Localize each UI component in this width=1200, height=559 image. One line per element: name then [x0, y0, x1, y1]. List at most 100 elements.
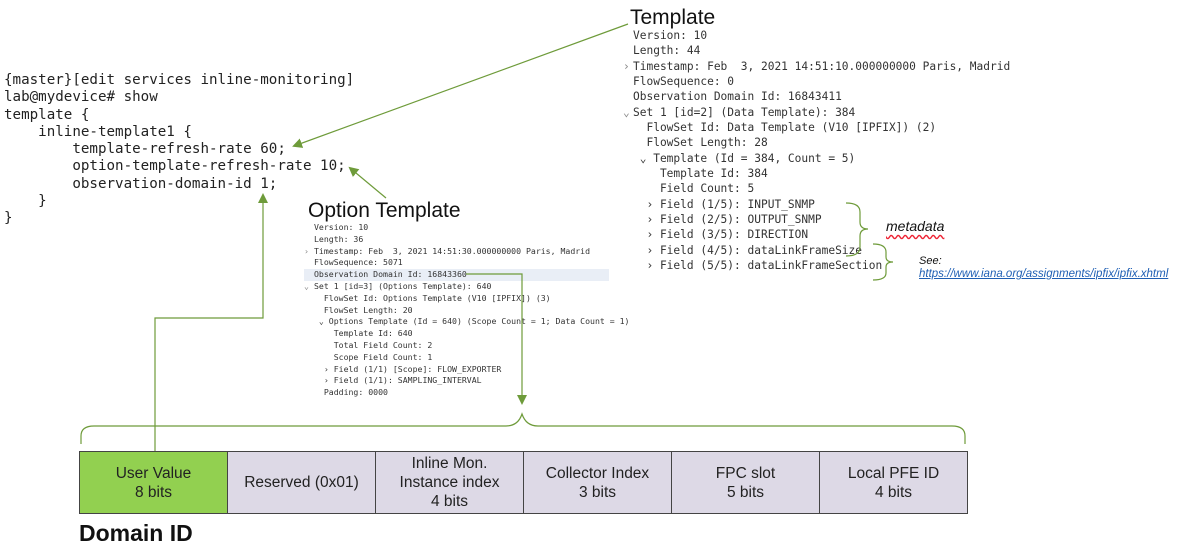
- template-panel: Version: 10 Length: 44›Timestamp: Feb 3, …: [623, 28, 1010, 274]
- packet-field-line[interactable]: › Field (4/5): dataLinkFrameSize: [623, 243, 1010, 258]
- packet-field-text: Template Id: 640: [314, 328, 413, 339]
- packet-field-text: Timestamp: Feb 3, 2021 14:51:30.00000000…: [314, 245, 591, 256]
- domain-brace: [80, 412, 966, 444]
- packet-field-text: Observation Domain Id: 16843360: [314, 269, 467, 280]
- domain-field-text: FPC slot: [715, 464, 776, 482]
- cli-line: }: [4, 210, 13, 227]
- packet-field-line[interactable]: › Field (5/5): dataLinkFrameSection: [623, 258, 1010, 273]
- packet-field-line[interactable]: Version: 10: [304, 222, 629, 234]
- domain-field-text: Inline Mon.: [411, 455, 488, 472]
- see-label: See:: [919, 255, 942, 267]
- domain-field-text: 8 bits: [134, 483, 173, 501]
- template-arrow: [292, 23, 629, 148]
- packet-field-text: Scope Field Count: 1: [314, 351, 433, 362]
- cli-line: template {: [4, 106, 90, 123]
- packet-field-text: ⌄ Template (Id = 384, Count = 5): [633, 151, 856, 165]
- packet-field-line[interactable]: Version: 10: [623, 28, 1010, 43]
- packet-field-text: FlowSequence: 5071: [314, 257, 403, 268]
- packet-field-text: FlowSet Id: Data Template (V10 [IPFIX]) …: [633, 121, 937, 135]
- packet-field-text: FlowSet Length: 20: [314, 304, 413, 315]
- option-template-title: Option Template: [308, 199, 461, 222]
- packet-field-line[interactable]: › Field (3/5): DIRECTION: [623, 227, 1010, 242]
- domain-field-cell: Inline Mon. Instance index 4 bits: [376, 452, 524, 513]
- packet-field-line[interactable]: › Timestamp: Feb 3, 2021 14:51:30.0000000…: [304, 246, 629, 258]
- cli-line: }: [4, 193, 47, 210]
- packet-field-text: Version: 10: [633, 29, 708, 42]
- expand-caret-icon[interactable]: ⌄: [623, 105, 630, 119]
- packet-field-text: › Field (3/5): DIRECTION: [633, 228, 809, 242]
- packet-field-line[interactable]: FlowSet Length: 20: [304, 305, 629, 317]
- cli-line: template-refresh-rate 60;: [4, 141, 286, 158]
- cli-line: inline-template1 {: [4, 123, 192, 140]
- packet-field-line[interactable]: FlowSequence: 5071: [304, 257, 629, 269]
- packet-field-text: Observation Domain Id: 16843411: [633, 90, 842, 104]
- packet-field-text: Timestamp: Feb 3, 2021 14:51:10.00000000…: [633, 59, 1011, 73]
- packet-field-text: › Field (2/5): OUTPUT_SNMP: [633, 213, 822, 227]
- packet-field-line[interactable]: Length: 44: [623, 43, 1010, 58]
- packet-field-text: › Field (1/1): SAMPLING_INTERVAL: [314, 375, 482, 386]
- domain-field-text: 4 bits: [430, 493, 469, 510]
- packet-field-line[interactable]: ⌄ Template (Id = 384, Count = 5): [623, 151, 1010, 166]
- domain-field-text: 3 bits: [578, 483, 617, 501]
- packet-field-text: Total Field Count: 2: [314, 339, 433, 350]
- packet-field-line[interactable]: › Field (1/1) [Scope]: FLOW_EXPORTER: [304, 364, 629, 376]
- packet-field-line[interactable]: Template Id: 384: [623, 166, 1010, 181]
- packet-field-text: FlowSequence: 0: [633, 75, 735, 89]
- cli-config: {master}[edit services inline-monitoring…: [4, 72, 354, 228]
- packet-field-line[interactable]: Field Count: 5: [623, 181, 1010, 196]
- packet-field-line[interactable]: Length: 36: [304, 234, 629, 246]
- packet-field-text: › Field (1/1) [Scope]: FLOW_EXPORTER: [314, 363, 502, 374]
- packet-field-text: Length: 36: [314, 233, 364, 244]
- packet-field-text: FlowSet Length: 28: [633, 136, 768, 150]
- packet-field-line[interactable]: FlowSet Id: Data Template (V10 [IPFIX]) …: [623, 120, 1010, 135]
- packet-field-line[interactable]: Observation Domain Id: 16843360: [304, 269, 609, 281]
- domain-field-text: Instance index: [399, 474, 500, 491]
- domain-field-text: 5 bits: [726, 483, 765, 501]
- packet-field-line[interactable]: ›Timestamp: Feb 3, 2021 14:51:10.0000000…: [623, 59, 1010, 74]
- packet-field-line[interactable]: › Field (2/5): OUTPUT_SNMP: [623, 212, 1010, 227]
- packet-field-text: Length: 44: [633, 44, 701, 58]
- cli-line: lab@mydevice# show: [4, 89, 158, 106]
- expand-caret-icon[interactable]: ›: [304, 245, 309, 256]
- packet-field-line[interactable]: ⌄Set 1 [id=2] (Data Template): 384: [623, 105, 1010, 120]
- packet-field-line[interactable]: FlowSequence: 0: [623, 74, 1010, 89]
- packet-field-line[interactable]: Total Field Count: 2: [304, 340, 629, 352]
- domain-field-text: Reserved (0x01): [244, 474, 359, 491]
- metadata-label: metadata: [886, 218, 945, 234]
- packet-field-line[interactable]: FlowSet Length: 28: [623, 135, 1010, 150]
- packet-field-line[interactable]: Padding: 0000: [304, 387, 629, 399]
- iana-link[interactable]: https://www.iana.org/assignments/ipfix/i…: [919, 268, 1169, 280]
- expand-caret-icon[interactable]: ›: [623, 59, 630, 73]
- user-value-arrow: [154, 193, 268, 451]
- packet-field-line[interactable]: ⌄ Options Template (Id = 640) (Scope Cou…: [304, 316, 630, 328]
- packet-field-line[interactable]: Scope Field Count: 1: [304, 352, 629, 364]
- packet-field-line[interactable]: Observation Domain Id: 16843411: [623, 89, 1010, 104]
- expand-caret-icon[interactable]: ⌄: [304, 280, 309, 291]
- cli-line: observation-domain-id 1;: [4, 175, 278, 192]
- packet-field-text: › Field (5/5): dataLinkFrameSection: [633, 259, 883, 273]
- see-brace: [872, 243, 894, 281]
- packet-field-line[interactable]: Template Id: 640: [304, 328, 629, 340]
- packet-field-line[interactable]: ⌄Set 1 [id=3] (Options Template): 640: [304, 281, 629, 293]
- packet-field-text: ⌄ Options Template (Id = 640) (Scope Cou…: [314, 316, 630, 327]
- cli-line: {master}[edit services inline-monitoring…: [4, 72, 355, 88]
- metadata-brace: [845, 202, 869, 257]
- packet-field-text: Version: 10: [314, 222, 369, 232]
- domain-field-text: Local PFE ID: [847, 464, 940, 482]
- domain-field-text: User Value: [115, 464, 192, 482]
- packet-field-line[interactable]: › Field (1/5): INPUT_SNMP: [623, 197, 1010, 212]
- packet-field-text: › Field (1/5): INPUT_SNMP: [633, 197, 815, 211]
- domain-id-label: Domain ID: [79, 520, 193, 546]
- packet-field-text: › Field (4/5): dataLinkFrameSize: [633, 243, 863, 257]
- packet-field-text: FlowSet Id: Options Template (V10 [IPFIX…: [314, 292, 551, 303]
- packet-field-text: Template Id: 384: [633, 167, 768, 181]
- packet-field-line[interactable]: › Field (1/1): SAMPLING_INTERVAL: [304, 375, 629, 387]
- observation-domain-arrow: [466, 273, 527, 405]
- packet-field-line[interactable]: FlowSet Id: Options Template (V10 [IPFIX…: [304, 293, 629, 305]
